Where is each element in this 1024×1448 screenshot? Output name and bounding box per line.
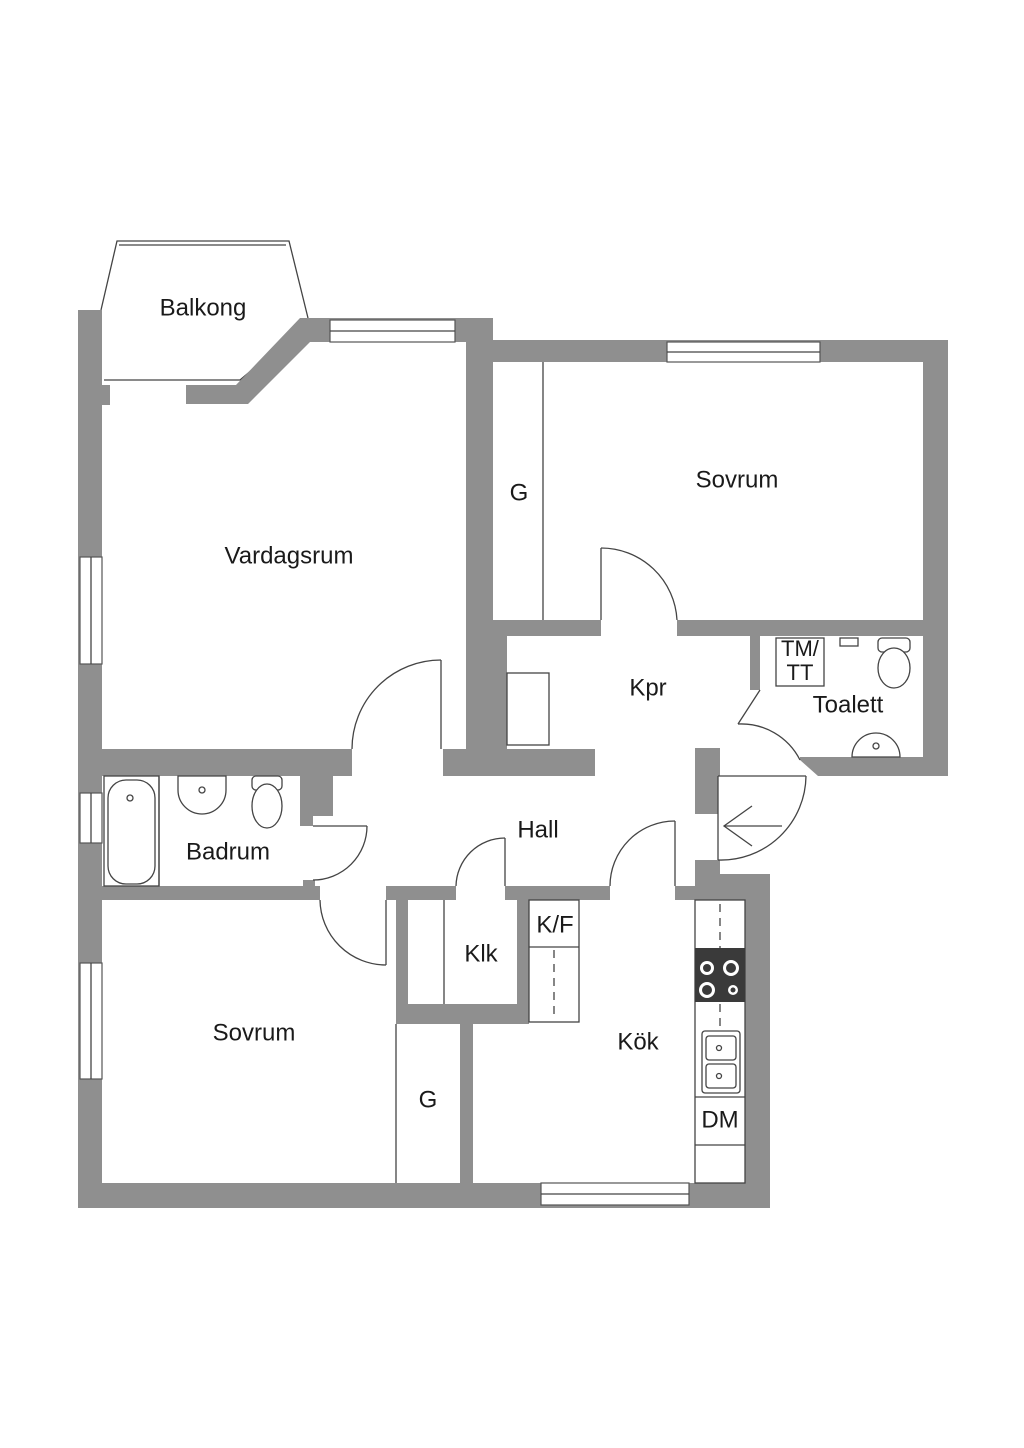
label-sovrum-bottom: Sovrum bbox=[213, 1019, 296, 1046]
room-labels: Balkong Vardagsrum Sovrum G Kpr TM/ TT T… bbox=[160, 294, 884, 1133]
label-klk: Klk bbox=[464, 940, 498, 967]
label-toalett: Toalett bbox=[813, 691, 884, 718]
bathroom-sink bbox=[177, 775, 227, 815]
windows bbox=[79, 319, 821, 1206]
kitchen-sink-icon bbox=[701, 1030, 741, 1094]
label-garderob-bottom: G bbox=[419, 1086, 438, 1113]
bathroom-toilet bbox=[251, 775, 283, 829]
toilet-sink bbox=[851, 732, 901, 758]
label-kok: Kök bbox=[617, 1028, 659, 1055]
label-vardagsrum: Vardagsrum bbox=[225, 542, 354, 569]
label-kpr: Kpr bbox=[629, 674, 666, 701]
label-tt: TT bbox=[787, 660, 814, 685]
label-garderob-top: G bbox=[510, 479, 529, 506]
label-balkong: Balkong bbox=[160, 294, 247, 321]
label-sovrum-top: Sovrum bbox=[696, 466, 779, 493]
bathtub bbox=[103, 775, 160, 887]
toilet-fixture bbox=[839, 637, 911, 689]
label-tm: TM/ bbox=[781, 636, 820, 661]
stove-icon bbox=[695, 948, 745, 1002]
walls bbox=[78, 310, 948, 1208]
label-kf: K/F bbox=[536, 911, 573, 938]
doors bbox=[312, 547, 807, 966]
fixtures bbox=[103, 362, 911, 1184]
label-dm: DM bbox=[701, 1106, 738, 1133]
label-badrum: Badrum bbox=[186, 838, 270, 865]
label-hall: Hall bbox=[517, 816, 558, 843]
